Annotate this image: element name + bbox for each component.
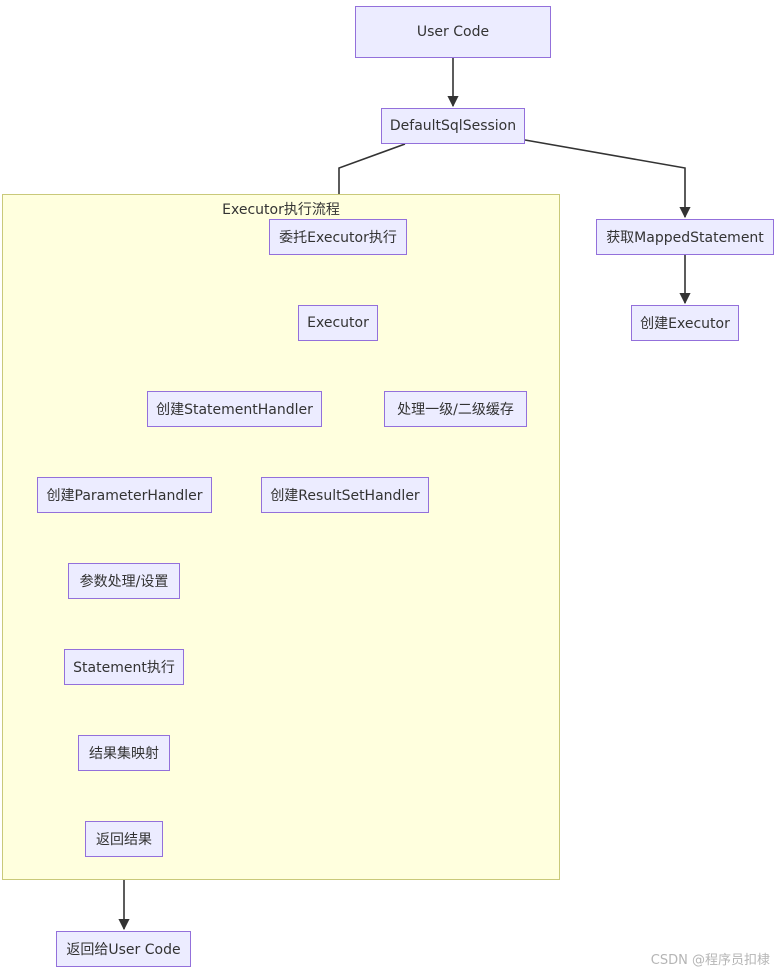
subgraph-executor-flow [2, 194, 560, 880]
node-cache-handling[interactable]: 处理一级/二级缓存 [384, 391, 527, 427]
node-return-to-user[interactable]: 返回给User Code [56, 931, 191, 967]
node-create-statement-handler[interactable]: 创建StatementHandler [147, 391, 322, 427]
node-statement-execute[interactable]: Statement执行 [64, 649, 184, 685]
node-return-result[interactable]: 返回结果 [85, 821, 163, 857]
edge-session-to-mapped [524, 139, 691, 219]
node-resultset-mapping[interactable]: 结果集映射 [78, 735, 170, 771]
subgraph-title: Executor执行流程 [222, 202, 340, 218]
node-executor[interactable]: Executor [298, 305, 378, 341]
node-create-parameter-handler[interactable]: 创建ParameterHandler [37, 477, 212, 513]
node-create-resultset-handler[interactable]: 创建ResultSetHandler [261, 477, 429, 513]
node-create-executor[interactable]: 创建Executor [631, 305, 739, 341]
node-default-sql-session[interactable]: DefaultSqlSession [381, 108, 525, 144]
node-user-code[interactable]: User Code [355, 6, 551, 58]
node-delegate-executor[interactable]: 委托Executor执行 [269, 219, 407, 255]
node-param-processing[interactable]: 参数处理/设置 [68, 563, 180, 599]
node-get-mapped-statement[interactable]: 获取MappedStatement [596, 219, 774, 255]
watermark: CSDN @程序员扣棣 [650, 953, 770, 968]
